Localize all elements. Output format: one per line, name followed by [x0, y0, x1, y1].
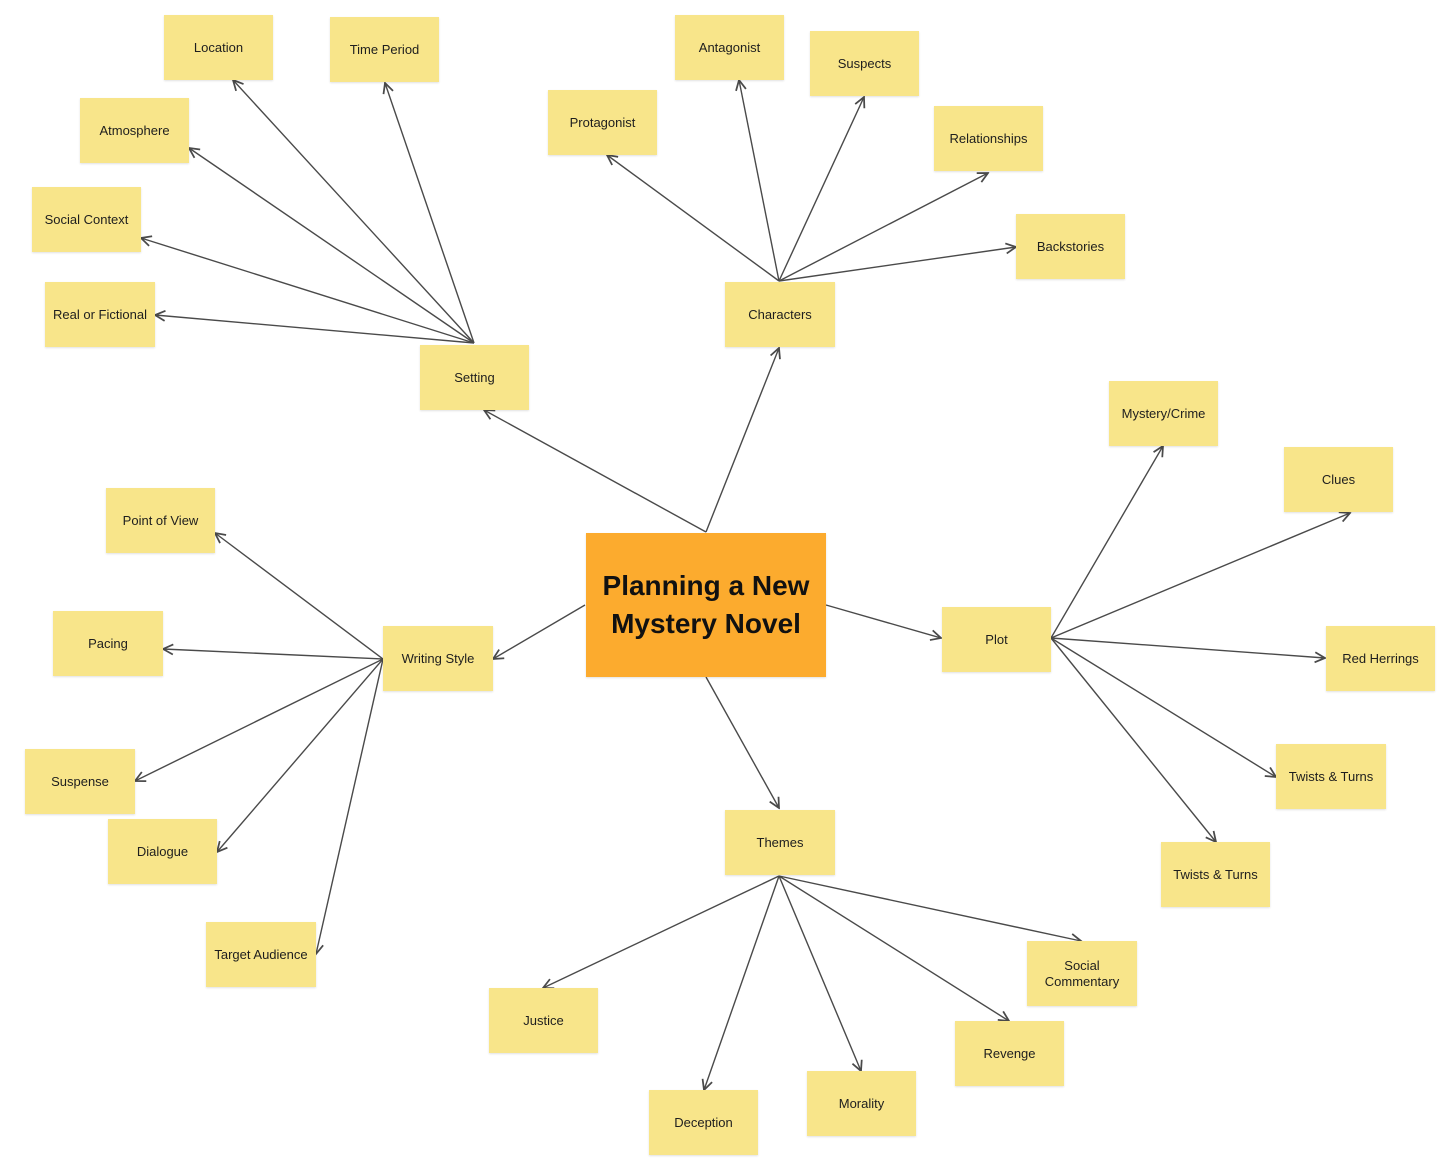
connector-characters-to-protagonist: [607, 155, 780, 282]
note-target-audience[interactable]: Target Audience: [206, 922, 316, 987]
note-label: Writing Style: [401, 650, 475, 666]
note-morality[interactable]: Morality: [807, 1071, 916, 1136]
connector-writing-style-to-pacing: [163, 649, 384, 660]
connector-writing-style-to-point-of-view: [215, 533, 384, 660]
connector-plot-to-twists-turns-2: [1050, 637, 1216, 842]
note-dialogue[interactable]: Dialogue: [108, 819, 217, 884]
note-revenge[interactable]: Revenge: [955, 1021, 1064, 1086]
note-label: Relationships: [949, 130, 1028, 146]
note-location[interactable]: Location: [164, 15, 273, 80]
note-red-herrings[interactable]: Red Herrings: [1326, 626, 1435, 691]
connector-characters-to-suspects: [778, 97, 864, 282]
note-social-context[interactable]: Social Context: [32, 187, 141, 252]
note-plot[interactable]: Plot: [942, 607, 1051, 672]
note-label: Clues: [1321, 471, 1356, 487]
note-social-commentary[interactable]: Social Commentary: [1027, 941, 1137, 1006]
note-label: Suspects: [837, 55, 892, 71]
connector-setting-to-location: [233, 80, 475, 344]
note-label: Twists & Turns: [1173, 866, 1258, 882]
note-clues[interactable]: Clues: [1284, 447, 1393, 512]
note-label: Real or Fictional: [53, 306, 147, 322]
note-label: Time Period: [349, 41, 420, 57]
connector-themes-to-revenge: [778, 875, 1009, 1021]
note-justice[interactable]: Justice: [489, 988, 598, 1053]
note-twists-turns-2[interactable]: Twists & Turns: [1161, 842, 1270, 907]
connector-setting-to-atmosphere: [189, 148, 475, 344]
note-atmosphere[interactable]: Atmosphere: [80, 98, 189, 163]
connector-writing-style-to-target-audience: [316, 658, 384, 954]
note-deception[interactable]: Deception: [649, 1090, 758, 1155]
connector-plot-to-twists-turns-1: [1050, 637, 1276, 777]
note-pacing[interactable]: Pacing: [53, 611, 163, 676]
connector-characters-to-relationships: [778, 173, 988, 282]
note-protagonist[interactable]: Protagonist: [548, 90, 657, 155]
note-point-of-view[interactable]: Point of View: [106, 488, 215, 553]
note-setting[interactable]: Setting: [420, 345, 529, 410]
note-label: Revenge: [983, 1045, 1036, 1061]
connector-center-to-setting: [484, 410, 707, 533]
note-mystery-crime[interactable]: Mystery/Crime: [1109, 381, 1218, 446]
connector-themes-to-justice: [543, 875, 780, 988]
note-label: Dialogue: [136, 843, 189, 859]
note-relationships[interactable]: Relationships: [934, 106, 1043, 171]
connector-themes-to-deception: [704, 875, 780, 1090]
connector-setting-to-time-period: [385, 83, 475, 344]
note-time-period[interactable]: Time Period: [330, 17, 439, 82]
center-note[interactable]: Planning a New Mystery Novel: [586, 533, 826, 677]
connector-center-to-themes: [705, 676, 779, 808]
note-characters[interactable]: Characters: [725, 282, 835, 347]
note-antagonist[interactable]: Antagonist: [675, 15, 784, 80]
note-label: Deception: [674, 1114, 733, 1130]
note-label: Setting: [454, 369, 495, 385]
note-label: Plot: [985, 631, 1008, 647]
connector-themes-to-morality: [778, 875, 861, 1071]
note-label: Suspense: [51, 773, 109, 789]
note-label: Location: [193, 39, 244, 55]
connector-setting-to-social-context: [141, 238, 475, 344]
note-label: Morality: [838, 1095, 885, 1111]
connector-writing-style-to-suspense: [135, 658, 384, 781]
note-label: Twists & Turns: [1288, 768, 1374, 784]
note-label: Target Audience: [214, 946, 308, 962]
connector-plot-to-mystery-crime: [1050, 446, 1163, 639]
note-label: Backstories: [1036, 238, 1105, 254]
note-label: Mystery/Crime: [1121, 405, 1206, 421]
center-note-label: Planning a New Mystery Novel: [602, 570, 810, 639]
connector-characters-to-antagonist: [739, 80, 780, 282]
note-themes[interactable]: Themes: [725, 810, 835, 875]
note-label: Social Commentary: [1044, 957, 1120, 989]
connector-setting-to-real-or-fictional: [155, 315, 475, 344]
note-label: Antagonist: [698, 39, 761, 55]
connector-writing-style-to-dialogue: [217, 658, 384, 852]
note-backstories[interactable]: Backstories: [1016, 214, 1125, 279]
note-label: Protagonist: [569, 114, 636, 130]
connector-plot-to-red-herrings: [1050, 637, 1325, 658]
note-label: Atmosphere: [99, 122, 170, 138]
note-suspense[interactable]: Suspense: [25, 749, 135, 814]
note-writing-style[interactable]: Writing Style: [383, 626, 493, 691]
note-suspects[interactable]: Suspects: [810, 31, 919, 96]
note-label: Social Context: [44, 211, 129, 227]
connector-characters-to-backstories: [778, 247, 1016, 282]
connector-themes-to-social-commentary: [778, 875, 1081, 941]
connector-center-to-characters: [705, 348, 779, 533]
connector-plot-to-clues: [1050, 513, 1350, 639]
note-label: Themes: [756, 834, 804, 850]
note-twists-turns-1[interactable]: Twists & Turns: [1276, 744, 1386, 809]
connector-center-to-plot: [825, 604, 941, 638]
note-label: Pacing: [88, 635, 128, 651]
note-label: Red Herrings: [1342, 650, 1419, 666]
connector-center-to-writing-style: [493, 604, 586, 659]
note-real-or-fictional[interactable]: Real or Fictional: [45, 282, 155, 347]
note-label: Justice: [523, 1012, 564, 1028]
note-label: Point of View: [122, 512, 199, 528]
note-label: Characters: [748, 306, 812, 322]
